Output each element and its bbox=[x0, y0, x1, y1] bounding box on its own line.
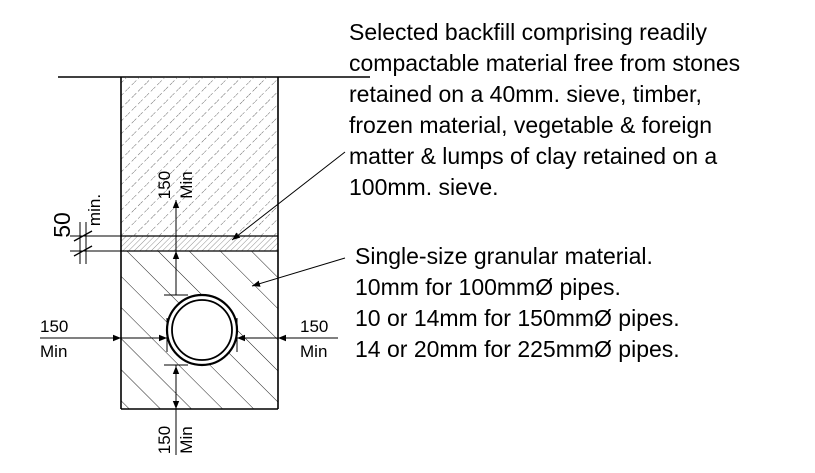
backfill-zone bbox=[121, 77, 278, 236]
left-dim-value: 150 bbox=[40, 317, 68, 336]
backfill-note-line: 100mm. sieve. bbox=[349, 174, 499, 200]
backfill-note-line: Selected backfill comprising readily bbox=[349, 19, 707, 45]
right-dim-label: Min bbox=[300, 342, 327, 361]
layer-tick-top bbox=[73, 230, 93, 242]
granular-note-line: 14 or 20mm for 225mmØ pipes. bbox=[355, 336, 680, 362]
separation-layer bbox=[121, 236, 278, 251]
right-dim-value: 150 bbox=[300, 317, 328, 336]
cover-dim-value: 150 bbox=[155, 171, 174, 199]
backfill-note-line: retained on a 40mm. sieve, timber, bbox=[349, 81, 702, 107]
left-dim-label: Min bbox=[40, 342, 67, 361]
granular-note: Single-size granular material. 10mm for … bbox=[355, 243, 686, 362]
bottom-dim-value: 150 bbox=[155, 426, 174, 454]
granular-note-line: 10 or 14mm for 150mmØ pipes. bbox=[355, 305, 680, 331]
backfill-note: Selected backfill comprising readily com… bbox=[349, 19, 747, 200]
layer-dim-label: min. bbox=[85, 194, 104, 226]
granular-note-line: 10mm for 100mmØ pipes. bbox=[355, 274, 621, 300]
bottom-dim-label: Min bbox=[177, 426, 196, 453]
layer-dim-value: 50 bbox=[49, 212, 75, 238]
layer-tick-bottom bbox=[73, 245, 93, 257]
backfill-note-line: frozen material, vegetable & foreign bbox=[349, 112, 712, 138]
pipe-inner bbox=[171, 299, 233, 361]
backfill-note-line: compactable material free from stones bbox=[349, 50, 740, 76]
granular-note-line: Single-size granular material. bbox=[355, 243, 653, 269]
granular-leader bbox=[251, 257, 346, 287]
cover-dim-label: Min bbox=[177, 171, 196, 198]
backfill-leader bbox=[231, 151, 346, 241]
backfill-note-line: matter & lumps of clay retained on a bbox=[349, 143, 717, 169]
